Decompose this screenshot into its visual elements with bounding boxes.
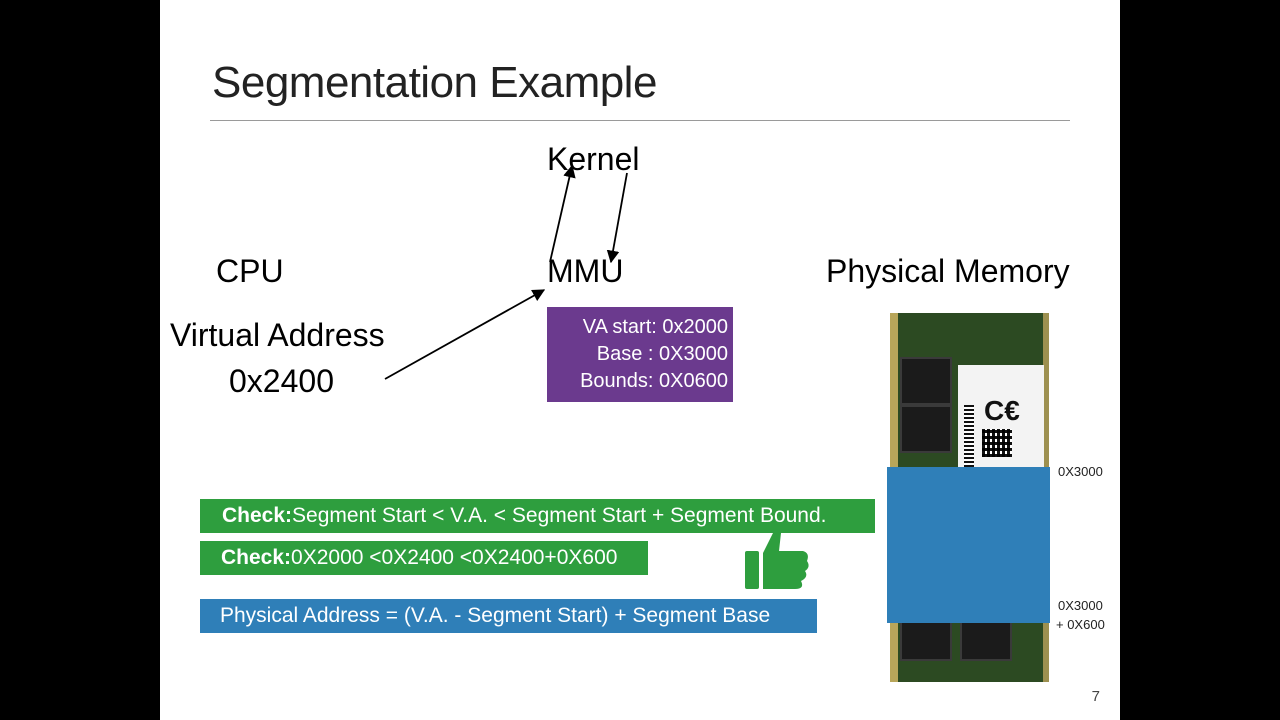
check-condition-bar: Check:Segment Start < V.A. < Segment Sta… bbox=[200, 499, 875, 533]
mmu-label: MMU bbox=[547, 253, 624, 289]
virtual-address-value: 0x2400 bbox=[229, 363, 334, 399]
memory-segment-block bbox=[887, 467, 1050, 623]
check-values-text: 0X2000 <0X2400 <0X2400+0X600 bbox=[291, 546, 618, 569]
virtual-address-label: Virtual Address bbox=[170, 317, 385, 353]
physical-address-formula-bar: Physical Address = (V.A. - Segment Start… bbox=[200, 599, 817, 633]
segment-end-label-line2: + 0X600 bbox=[1056, 617, 1105, 632]
segment-end-label-line1: 0X3000 bbox=[1058, 598, 1103, 613]
page-number: 7 bbox=[1091, 688, 1100, 705]
cpu-label: CPU bbox=[216, 253, 284, 289]
check-condition-text: Segment Start < V.A. < Segment Start + S… bbox=[292, 504, 827, 527]
kernel-label: Kernel bbox=[547, 141, 640, 177]
thumbs-up-icon bbox=[745, 530, 809, 589]
va-start-text: VA start: 0x2000 bbox=[582, 316, 728, 338]
bounds-text: Bounds: 0X0600 bbox=[580, 370, 728, 392]
title-divider bbox=[210, 120, 1070, 121]
slide: Segmentation Example Kernel CPU MMU Phys… bbox=[160, 0, 1120, 720]
base-text: Base : 0X3000 bbox=[596, 343, 728, 365]
segment-start-label: 0X3000 bbox=[1058, 464, 1103, 479]
memory-label-sticker: C€ bbox=[958, 365, 1044, 483]
check-values-bar: Check:0X2000 <0X2400 <0X2400+0X600 bbox=[200, 541, 648, 575]
mmu-register-box: VA start: 0x2000 Base : 0X3000 Bounds: 0… bbox=[547, 307, 733, 402]
slide-title: Segmentation Example bbox=[212, 58, 657, 107]
mmu-to-kernel-arrow bbox=[549, 164, 576, 263]
check-prefix-2: Check: bbox=[221, 546, 292, 569]
cpu-to-mmu-arrow bbox=[384, 289, 546, 380]
kernel-to-mmu-arrow bbox=[606, 172, 628, 264]
physical-memory-label: Physical Memory bbox=[826, 253, 1070, 289]
check-prefix: Check: bbox=[222, 504, 293, 527]
